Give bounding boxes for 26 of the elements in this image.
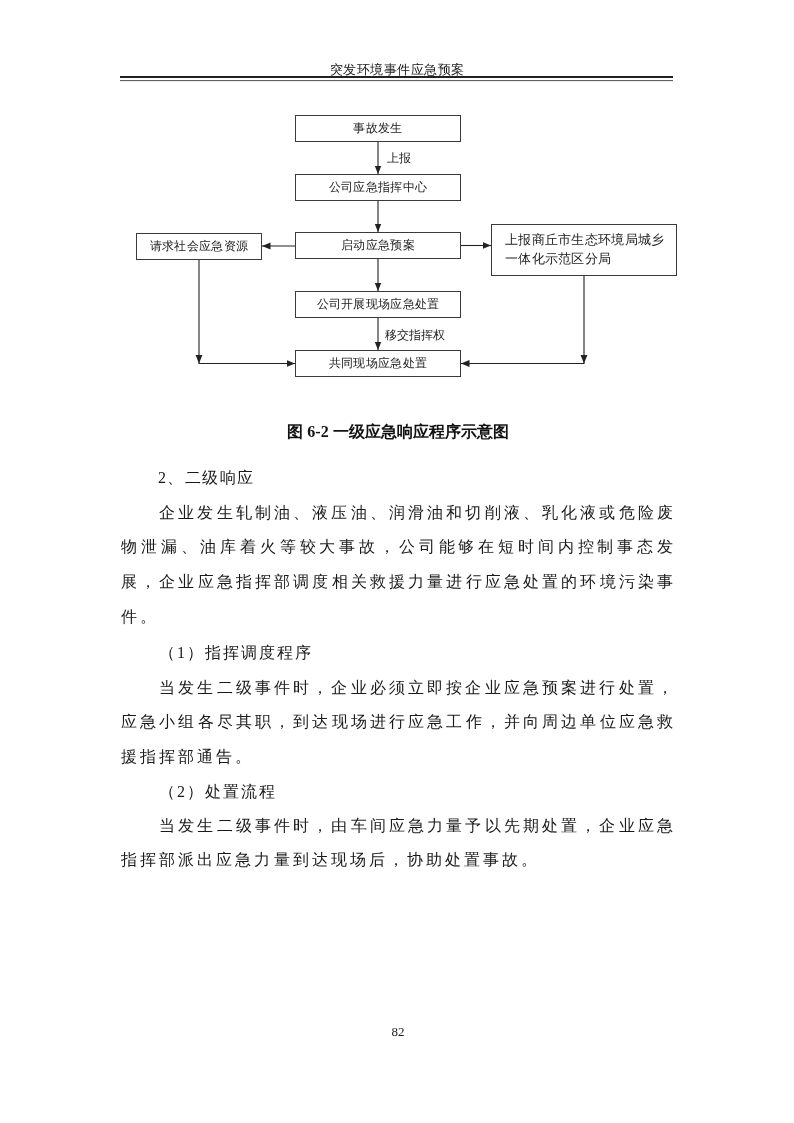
arrow xyxy=(195,259,296,367)
section-heading: 2、二级响应 xyxy=(158,467,255,488)
arrow xyxy=(374,200,382,233)
edge-label: 移交指挥权 xyxy=(383,327,447,343)
process-box: 请求社会应急资源 xyxy=(136,233,262,260)
page-number: 82 xyxy=(391,1023,405,1041)
process-box: 事故发生 xyxy=(295,115,461,142)
page-header: 突发环境事件应急预案 xyxy=(329,61,465,79)
arrow xyxy=(374,258,382,292)
arrow xyxy=(374,141,382,175)
figure-caption: 图 6-2 一级应急响应程序示意图 xyxy=(287,422,509,442)
arrow xyxy=(460,275,588,367)
edge-label: 上报 xyxy=(385,150,413,166)
subsection-heading: （1）指挥调度程序 xyxy=(159,642,313,663)
paragraph: 当发生二级事件时，由车间应急力量予以先期处置，企业应急指挥部派出应急力量到达现场后，协助处置事故。 xyxy=(121,815,676,871)
arrow xyxy=(374,317,382,351)
subsection-heading: （2）处置流程 xyxy=(159,781,277,802)
arrow xyxy=(460,242,492,249)
paragraph: 当发生二级事件时，企业必须立即按企业应急预案进行处置，应急小组各尽其职，到达现场进行应急工作，并向周边单位应急救援指挥部通告。 xyxy=(121,677,676,768)
process-box: 上报商丘市生态环境局城乡一体化示范区分局 xyxy=(491,224,677,276)
arrow xyxy=(261,242,296,250)
paragraph: 企业发生轧制油、液压油、润滑油和切削液、乳化液或危险废物泄漏、油库着火等较大事故，公司能够在短时间内控制事态发展，企业应急指挥部调度相关救援力量进行应急处置的环境污染事件。 xyxy=(121,502,676,627)
process-box: 公司应急指挥中心 xyxy=(295,174,461,201)
process-box: 公司开展现场应急处置 xyxy=(295,291,461,318)
process-box: 共同现场应急处置 xyxy=(295,350,461,377)
process-box: 启动应急预案 xyxy=(295,232,461,259)
